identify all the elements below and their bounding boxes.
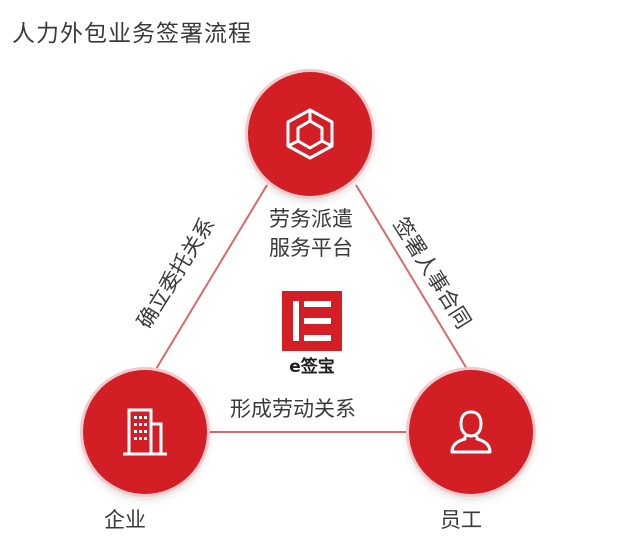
page-title: 人力外包业务签署流程 bbox=[12, 21, 252, 47]
platform-label-line2: 服务平台 bbox=[269, 236, 353, 260]
employee-label: 员工 bbox=[440, 508, 482, 532]
platform-node bbox=[248, 72, 372, 196]
esign-logo-icon bbox=[282, 291, 342, 351]
enterprise-label: 企业 bbox=[104, 508, 146, 532]
office-building-icon bbox=[123, 408, 167, 456]
person-icon bbox=[450, 410, 492, 454]
line-platform-enterprise bbox=[152, 184, 268, 375]
cube-icon bbox=[286, 108, 334, 160]
platform-label: 劳务派遣 服务平台 bbox=[247, 205, 375, 263]
employee-node bbox=[409, 370, 533, 494]
relation-label-labor: 形成劳动关系 bbox=[230, 397, 356, 421]
logo-text: e签宝 bbox=[289, 357, 335, 377]
line-platform-employee bbox=[355, 184, 471, 375]
platform-label-line1: 劳务派遣 bbox=[269, 207, 353, 231]
enterprise-node bbox=[83, 370, 207, 494]
